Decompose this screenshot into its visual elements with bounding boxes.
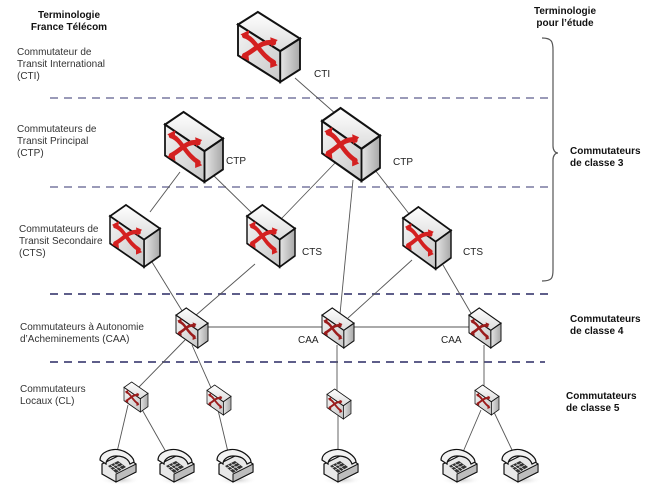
switch-cts-mid-icon: [246, 204, 296, 268]
level-label-ctp: Commutateurs de Transit Principal (CTP): [17, 124, 96, 160]
level-label-cts: Commutateurs de Transit Secondaire (CTS): [19, 224, 103, 260]
class-label-line: Commutateurs: [570, 314, 641, 325]
link-ctp-right-cts-right: [374, 169, 411, 216]
switch-cl-3-icon: [326, 388, 352, 420]
link-caa-left-cl-1: [137, 339, 186, 389]
level-label-line: Commutateurs à Autonomie: [20, 322, 144, 333]
header-right-line2: pour l’étude: [536, 18, 594, 29]
switch-cl-2-icon: [206, 384, 232, 416]
level-label-cti: Commutateur de Transit International (CT…: [17, 47, 105, 83]
class-label-line: de classe 3: [570, 158, 624, 169]
level-label-line: d’Acheminements (CAA): [20, 334, 130, 345]
level-label-line: Commutateur de: [17, 47, 92, 58]
link-ctp-left-cts-left: [149, 171, 181, 213]
link-cl-4-phone-6: [492, 409, 514, 453]
telephone-2-icon: [157, 448, 199, 486]
level-label-line: Commutateurs de: [17, 124, 97, 135]
level-label-line: (CTI): [17, 71, 40, 82]
telephone-4-icon: [321, 448, 363, 486]
link-cl-4-phone-5: [462, 409, 482, 453]
node-label-ctp-right: CTP: [393, 157, 413, 168]
link-caa-left-cl-2: [191, 344, 213, 391]
switch-ctp-left-icon: [163, 110, 225, 184]
node-label-cti: CTI: [314, 69, 331, 80]
level-label-line: Transit Principal: [17, 136, 89, 147]
switch-cts-left-icon: [109, 204, 161, 268]
link-ctp-right-cts-mid: [281, 162, 336, 219]
class-label-3: Commutateurs de classe 3: [570, 146, 641, 170]
level-label-line: Transit International: [17, 59, 106, 70]
switch-caa-mid-icon: [321, 307, 355, 349]
level-label-line: Commutateurs: [20, 384, 86, 395]
class-label-line: Commutateurs: [566, 391, 637, 402]
node-label-ctp-left: CTP: [226, 156, 246, 167]
link-cts-right-caa-right: [442, 264, 473, 316]
switch-caa-left-icon: [175, 307, 209, 349]
header-left-line1: Terminologie: [37, 10, 101, 21]
level-label-line: Locaux (CL): [20, 396, 75, 407]
node-label-cts-mid: CTS: [302, 247, 322, 258]
class-label-line: Commutateurs: [570, 146, 641, 157]
level-label-line: (CTP): [17, 148, 44, 159]
telephone-1-icon: [99, 448, 141, 486]
telephone-6-icon: [501, 448, 543, 486]
switch-cts-right-icon: [402, 206, 452, 270]
node-label-cts-right: CTS: [463, 247, 483, 258]
node-label-caa-mid: CAA: [298, 335, 319, 346]
link-ctp-right-caa-mid: [339, 179, 354, 315]
link-cts-left-caa-left: [151, 261, 185, 315]
switch-ctp-right-icon: [320, 106, 382, 183]
telephone-5-icon: [440, 448, 482, 486]
switch-cti-icon: [236, 10, 302, 84]
switch-caa-right-icon: [468, 307, 502, 349]
class3-brace: [541, 37, 559, 282]
header-left-line2: France Télécom: [30, 22, 108, 33]
links: [116, 77, 514, 453]
class-label-line: de classe 4: [570, 326, 624, 337]
telephone-3-icon: [216, 448, 258, 486]
link-ctp-left-cts-mid: [209, 171, 256, 217]
level-label-cl: Commutateurs Locaux (CL): [20, 384, 86, 408]
level-label-caa: Commutateurs à Autonomie d’Acheminements…: [20, 322, 144, 346]
link-cts-right-caa-mid: [347, 259, 413, 319]
level-label-line: Commutateurs de: [19, 224, 99, 235]
header-right: Terminologie pour l’étude: [520, 6, 610, 30]
link-cl-1-phone-2: [139, 405, 167, 453]
link-cl-1-phone-1: [116, 404, 129, 453]
level-label-line: (CTS): [19, 248, 46, 259]
node-label-caa-right: CAA: [441, 335, 462, 346]
class-label-line: de classe 5: [566, 403, 620, 414]
class-label-4: Commutateurs de classe 4: [570, 314, 641, 338]
class-label-5: Commutateurs de classe 5: [566, 391, 637, 415]
link-cl-2-phone-3: [217, 409, 229, 453]
header-right-line1: Terminologie: [533, 6, 597, 17]
link-cts-mid-caa-left: [194, 263, 256, 317]
level-label-line: Transit Secondaire: [19, 236, 103, 247]
header-left: Terminologie France Télécom: [28, 10, 110, 34]
switch-cl-4-icon: [474, 384, 500, 416]
